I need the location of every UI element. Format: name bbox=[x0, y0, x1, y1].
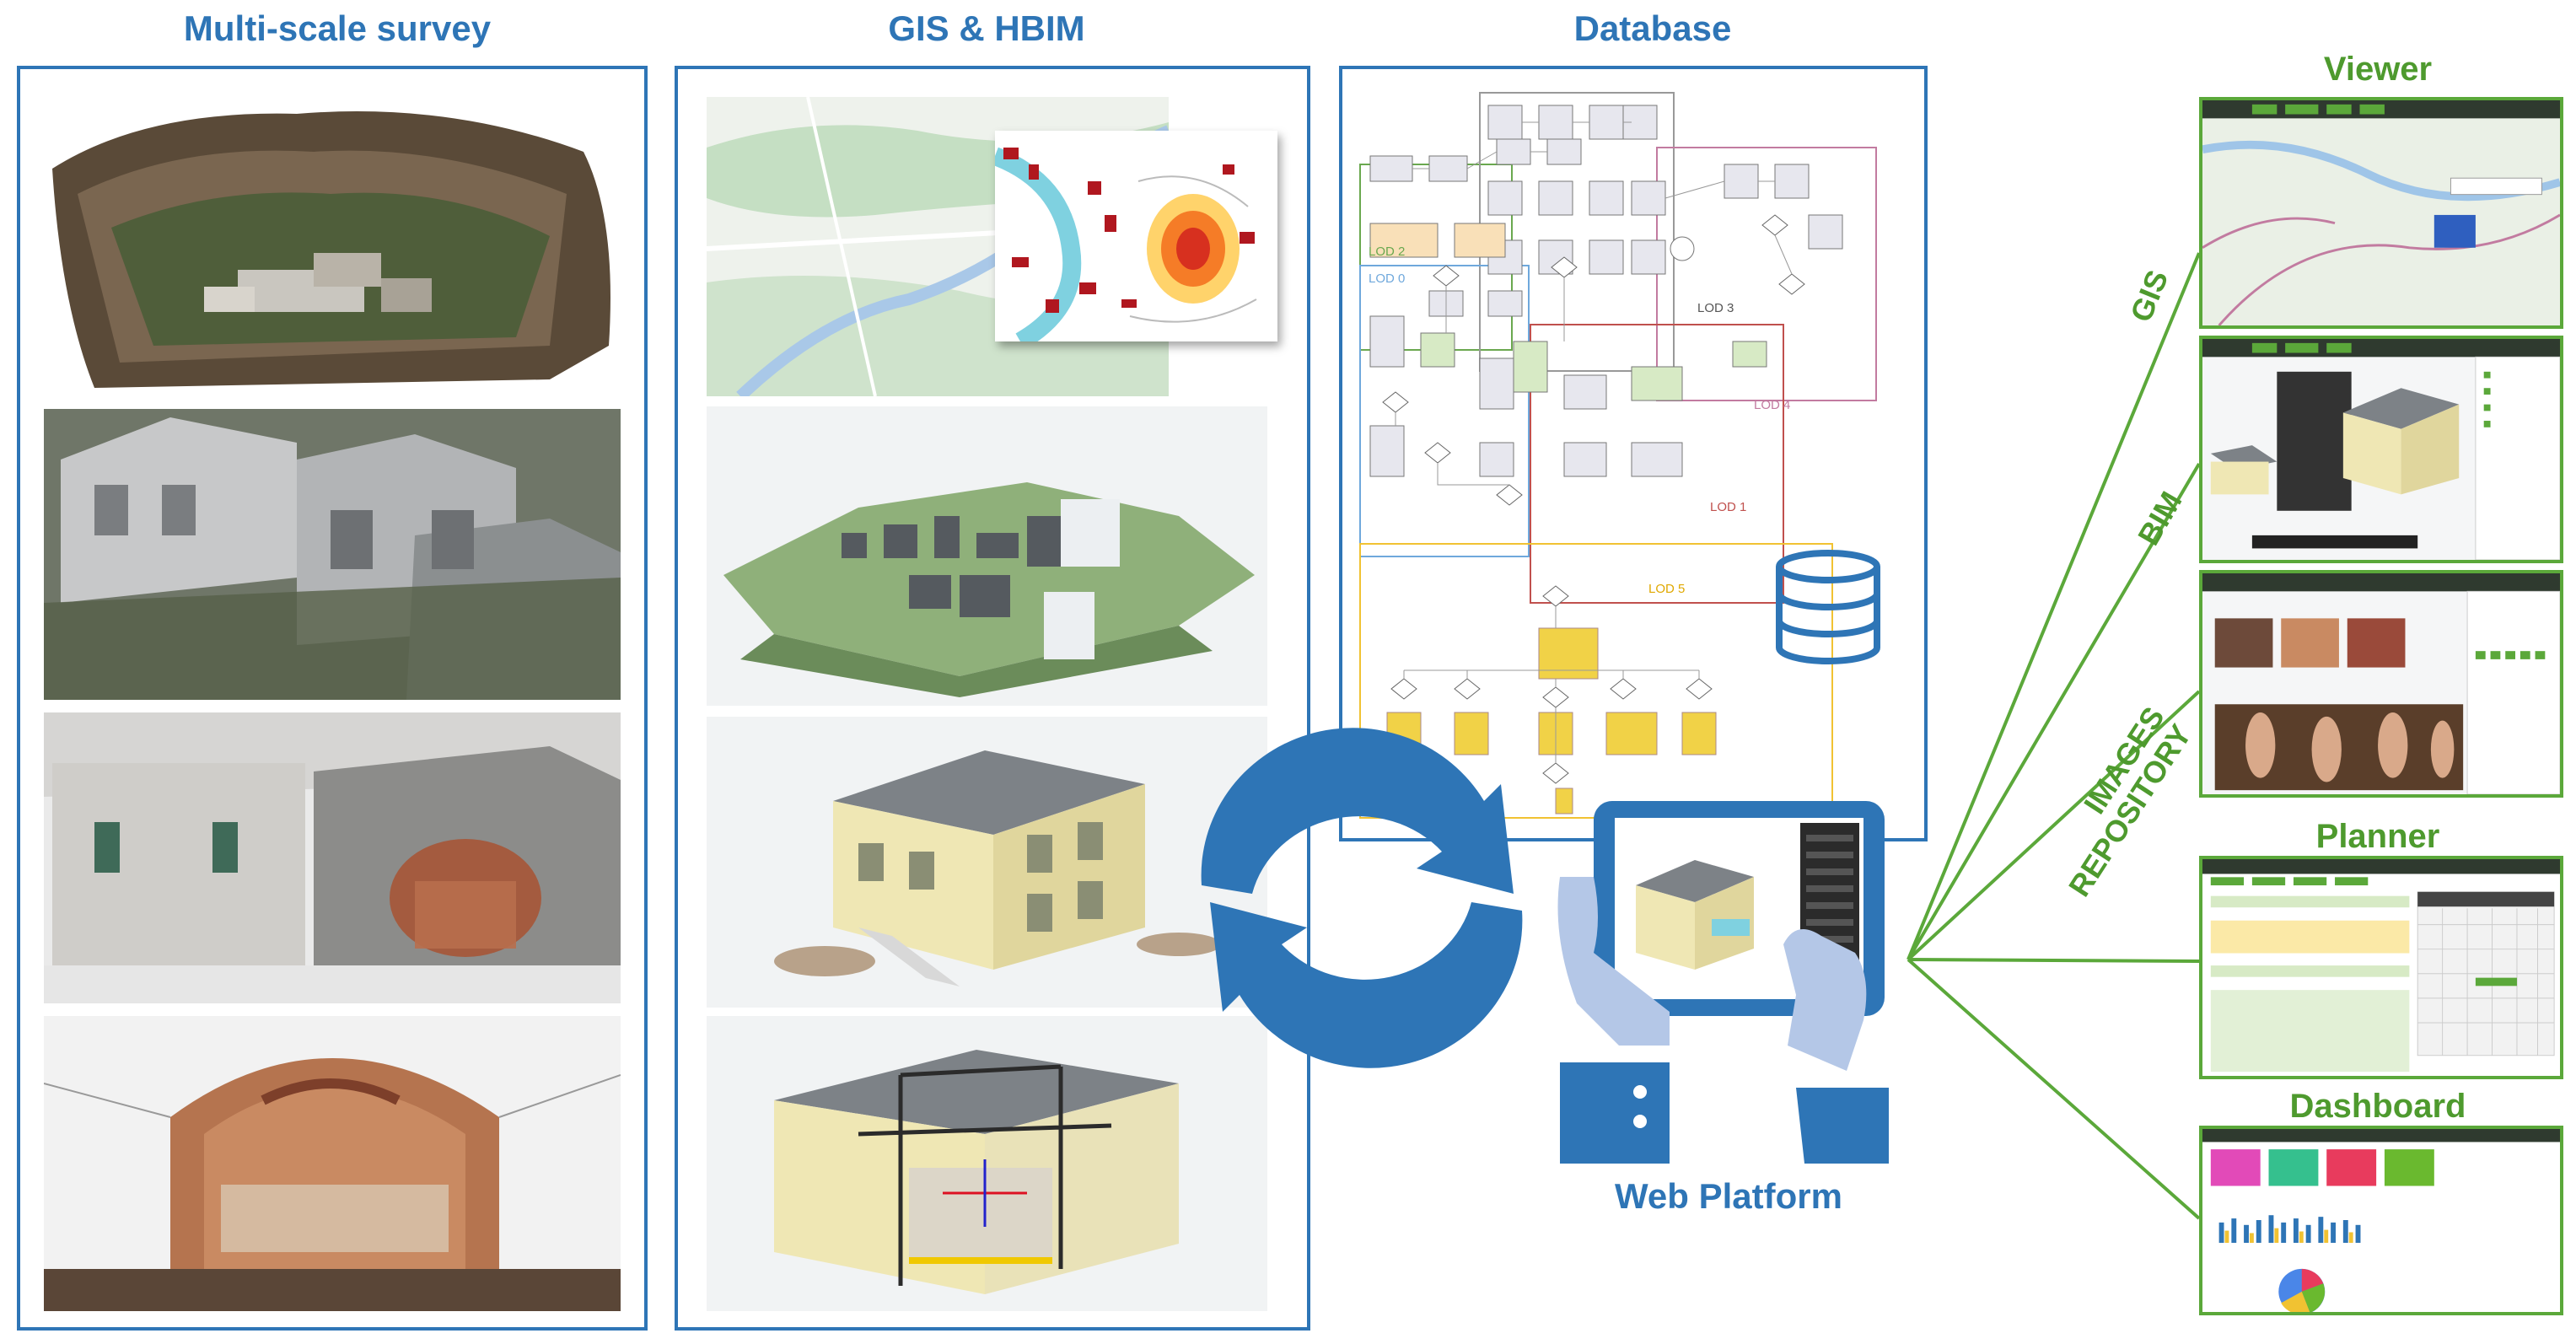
viewer-gis-screenshot bbox=[2199, 97, 2563, 329]
cycle-arrow-bottom-icon bbox=[1210, 902, 1523, 1068]
lod4-label: LOD 4 bbox=[1754, 398, 1791, 412]
web-platform-label: Web Platform bbox=[1615, 1176, 1842, 1216]
database-title: Database bbox=[1573, 8, 1732, 48]
hbim-terrain-model-image bbox=[707, 406, 1267, 706]
database-schema-diagram bbox=[1353, 89, 1910, 822]
gis-hbim-title: GIS & HBIM bbox=[888, 8, 1085, 48]
survey-pointcloud-vault-image bbox=[44, 1016, 621, 1311]
lod0-label: LOD 0 bbox=[1369, 271, 1406, 286]
hbim-villa-model-image bbox=[707, 717, 1267, 1008]
dashboard-title: Dashboard bbox=[2289, 1088, 2466, 1125]
lod1-label: LOD 1 bbox=[1710, 500, 1747, 514]
dashboard-screenshot bbox=[2199, 1126, 2563, 1315]
viewer-bim-screenshot bbox=[2199, 336, 2563, 563]
viewer-title: Viewer bbox=[2323, 51, 2433, 88]
gis-inset-heatmap-image bbox=[995, 131, 1277, 341]
lod2-label: LOD 2 bbox=[1369, 245, 1406, 259]
gis-hbim-panel bbox=[675, 66, 1310, 1331]
hbim-section-model-image bbox=[707, 1016, 1267, 1311]
cycle-arrow-top-icon bbox=[1201, 728, 1514, 894]
lod3-label: LOD 3 bbox=[1697, 301, 1734, 315]
planner-screenshot bbox=[2199, 856, 2563, 1079]
survey-pointcloud-chapel-image bbox=[44, 712, 621, 1003]
web-platform-tablet-illustration bbox=[1543, 793, 1906, 1164]
planner-title: Planner bbox=[2315, 818, 2440, 855]
lod5-label: LOD 5 bbox=[1648, 582, 1686, 596]
survey-pointcloud-buildings-image bbox=[44, 409, 621, 700]
survey-pointcloud-hill-image bbox=[44, 93, 621, 398]
survey-panel bbox=[17, 66, 648, 1331]
survey-title: Multi-scale survey bbox=[183, 8, 492, 48]
module-connector-lines bbox=[1906, 252, 2201, 1220]
viewer-images-screenshot bbox=[2199, 570, 2563, 798]
database-icon bbox=[1769, 548, 1887, 666]
